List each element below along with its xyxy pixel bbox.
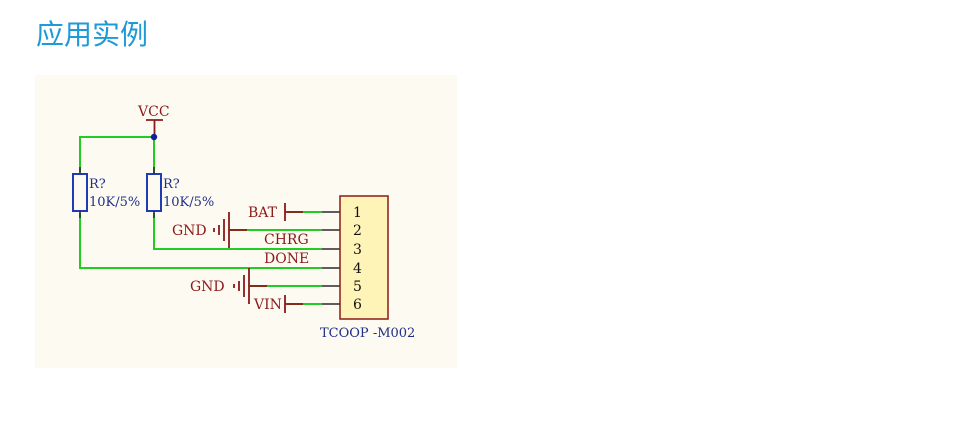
gnd-symbol-top: GND: [172, 212, 247, 248]
resistor-r2: R? 10K/5%: [146, 167, 214, 218]
wire-chrg: [153, 213, 322, 250]
connector-pin-4: 4: [353, 261, 362, 277]
connector-pin-5: 5: [353, 279, 362, 295]
gnd-symbol-bottom: GND: [190, 268, 267, 304]
wire-done: [79, 213, 322, 269]
chrg-label: CHRG: [264, 232, 309, 248]
resistor-r1-designator: R?: [89, 177, 106, 192]
bat-label: BAT: [248, 205, 278, 221]
gnd-top-label: GND: [172, 223, 207, 239]
connector-pin-6: 6: [353, 297, 362, 313]
connector-pin-leads: [322, 211, 340, 305]
schematic-svg: VCC R? 10K/5% R? 10: [72, 104, 415, 341]
vin-port: VIN: [253, 295, 303, 313]
connector-body: [339, 195, 389, 320]
wires: [79, 135, 322, 305]
page-title: 应用实例: [36, 18, 149, 51]
vin-label: VIN: [253, 297, 282, 313]
connector-pin-1: 1: [353, 205, 362, 221]
schematic-diagram: VCC R? 10K/5% R? 10: [35, 75, 457, 368]
vcc-symbol: VCC: [137, 104, 170, 135]
connector: 1 2 3 4 5 6 TCOOP -M002: [320, 195, 415, 341]
done-label: DONE: [264, 251, 309, 267]
vcc-label: VCC: [137, 104, 170, 120]
resistor-r2-value: 10K/5%: [163, 195, 214, 210]
junction-dot: [150, 133, 158, 141]
gnd-bottom-label: GND: [190, 279, 225, 295]
resistor-r1-body: [72, 173, 88, 212]
connector-pin-3: 3: [353, 242, 362, 258]
bat-port: BAT: [248, 203, 303, 221]
resistor-r2-body: [146, 173, 162, 212]
wire-vcc-r1: [79, 136, 154, 172]
connector-part-number: TCOOP -M002: [320, 326, 415, 341]
resistor-r1: R? 10K/5%: [72, 167, 140, 218]
connector-pin-2: 2: [353, 223, 362, 239]
resistor-r2-designator: R?: [163, 177, 180, 192]
resistor-r1-value: 10K/5%: [89, 195, 140, 210]
